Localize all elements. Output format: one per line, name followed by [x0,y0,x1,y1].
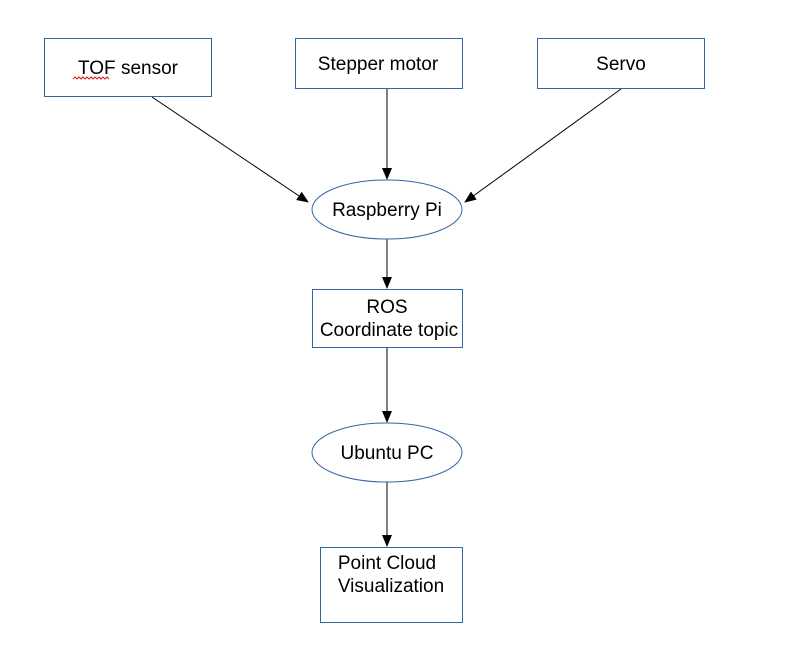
ros-label-line2: Coordinate topic [320,320,458,341]
servo-label: Servo [596,54,646,75]
node-point-cloud-visualization: Point Cloud Visualization [320,547,463,623]
spellcheck-underline [72,76,110,80]
node-ros-coordinate-topic: ROS Coordinate topic [312,289,463,348]
point-cloud-label-line2: Visualization [338,576,444,597]
ubuntu-pc-label: Ubuntu PC [341,443,434,464]
node-tof-sensor: TOF sensor [44,38,212,97]
stepper-motor-label: Stepper motor [318,54,439,75]
raspberry-pi-ellipse [311,179,463,240]
node-stepper-motor: Stepper motor [295,38,463,89]
node-raspberry-pi: Raspberry Pi [311,179,463,240]
arrow-servo-to-raspberry [464,88,622,203]
stepper-motor-box [295,38,463,89]
point-cloud-label-line1: Point Cloud [338,553,436,574]
node-ubuntu-pc: Ubuntu PC [311,422,463,483]
point-cloud-box [320,547,463,623]
node-servo: Servo [537,38,705,89]
raspberry-pi-label: Raspberry Pi [332,200,442,221]
ros-label-line1: ROS [366,297,407,318]
tof-sensor-label: TOF sensor [78,58,179,79]
arrow-tof-to-raspberry [151,96,309,203]
tof-sensor-box [44,38,212,97]
servo-box [537,38,705,89]
ros-box [312,289,463,348]
ubuntu-pc-ellipse [311,422,463,483]
